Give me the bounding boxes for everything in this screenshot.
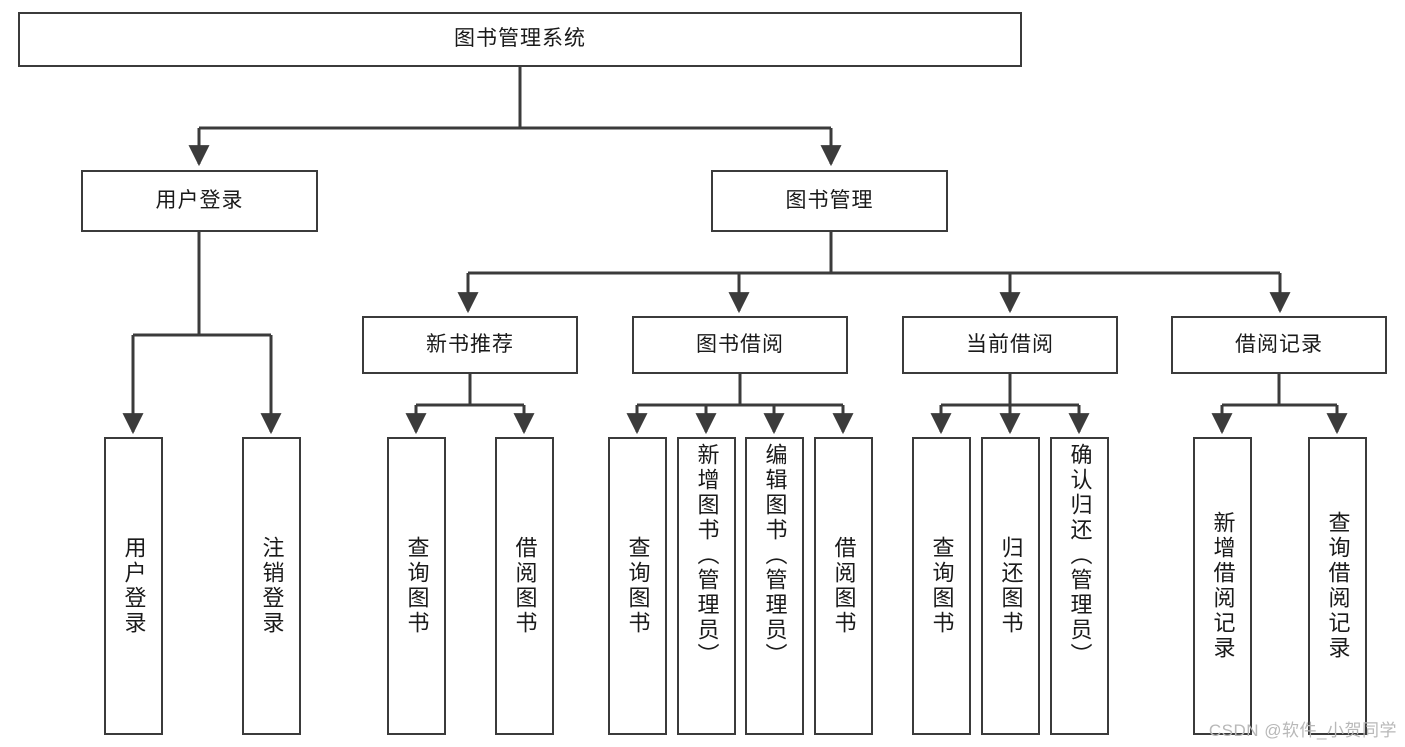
- node-leaf-logout[interactable]: 注销登录: [242, 437, 301, 735]
- node-new-book-recommend[interactable]: 新书推荐: [362, 316, 578, 374]
- node-borrow-record[interactable]: 借阅记录: [1171, 316, 1387, 374]
- node-current-borrow-label: 当前借阅: [966, 332, 1054, 356]
- node-leaf-query-record[interactable]: 查询借阅记录: [1308, 437, 1367, 735]
- node-leaf-user-login-label: 用户登录: [121, 536, 147, 636]
- node-borrow-record-label: 借阅记录: [1235, 332, 1323, 356]
- node-leaf-query-book-3[interactable]: 查询图书: [912, 437, 971, 735]
- watermark: CSDN @软件_小贺同学: [1208, 721, 1397, 740]
- node-leaf-query-book-1[interactable]: 查询图书: [387, 437, 446, 735]
- node-user-login[interactable]: 用户登录: [81, 170, 318, 232]
- node-leaf-add-record-label: 新增借阅记录: [1210, 511, 1236, 661]
- node-leaf-borrow-book-2-label: 借阅图书: [831, 536, 857, 636]
- node-book-borrow-label: 图书借阅: [696, 332, 784, 356]
- node-leaf-confirm-return[interactable]: 确认归还（管理员）: [1050, 437, 1109, 735]
- node-book-borrow[interactable]: 图书借阅: [632, 316, 848, 374]
- node-leaf-confirm-return-label: 确认归还（管理员）: [1067, 443, 1093, 668]
- node-user-login-label: 用户登录: [155, 188, 244, 212]
- node-leaf-query-book-2[interactable]: 查询图书: [608, 437, 667, 735]
- node-leaf-borrow-book-1[interactable]: 借阅图书: [495, 437, 554, 735]
- node-leaf-borrow-book-1-label: 借阅图书: [512, 536, 538, 636]
- node-leaf-query-book-1-label: 查询图书: [404, 536, 430, 636]
- node-root-label: 图书管理系统: [454, 27, 586, 51]
- node-leaf-logout-label: 注销登录: [259, 536, 285, 636]
- node-new-book-recommend-label: 新书推荐: [426, 332, 514, 356]
- node-leaf-user-login[interactable]: 用户登录: [104, 437, 163, 735]
- node-leaf-query-book-3-label: 查询图书: [929, 536, 955, 636]
- node-book-management-label: 图书管理: [785, 188, 874, 212]
- node-leaf-return-book-label: 归还图书: [998, 536, 1024, 636]
- node-leaf-query-book-2-label: 查询图书: [625, 536, 651, 636]
- node-leaf-add-book-label: 新增图书（管理员）: [694, 443, 720, 668]
- node-root[interactable]: 图书管理系统: [18, 12, 1022, 67]
- node-leaf-return-book[interactable]: 归还图书: [981, 437, 1040, 735]
- node-leaf-add-record[interactable]: 新增借阅记录: [1193, 437, 1252, 735]
- node-leaf-query-record-label: 查询借阅记录: [1325, 511, 1351, 661]
- node-leaf-edit-book-label: 编辑图书（管理员）: [762, 443, 788, 668]
- node-book-management[interactable]: 图书管理: [711, 170, 948, 232]
- node-leaf-add-book[interactable]: 新增图书（管理员）: [677, 437, 736, 735]
- node-current-borrow[interactable]: 当前借阅: [902, 316, 1118, 374]
- node-leaf-edit-book[interactable]: 编辑图书（管理员）: [745, 437, 804, 735]
- node-leaf-borrow-book-2[interactable]: 借阅图书: [814, 437, 873, 735]
